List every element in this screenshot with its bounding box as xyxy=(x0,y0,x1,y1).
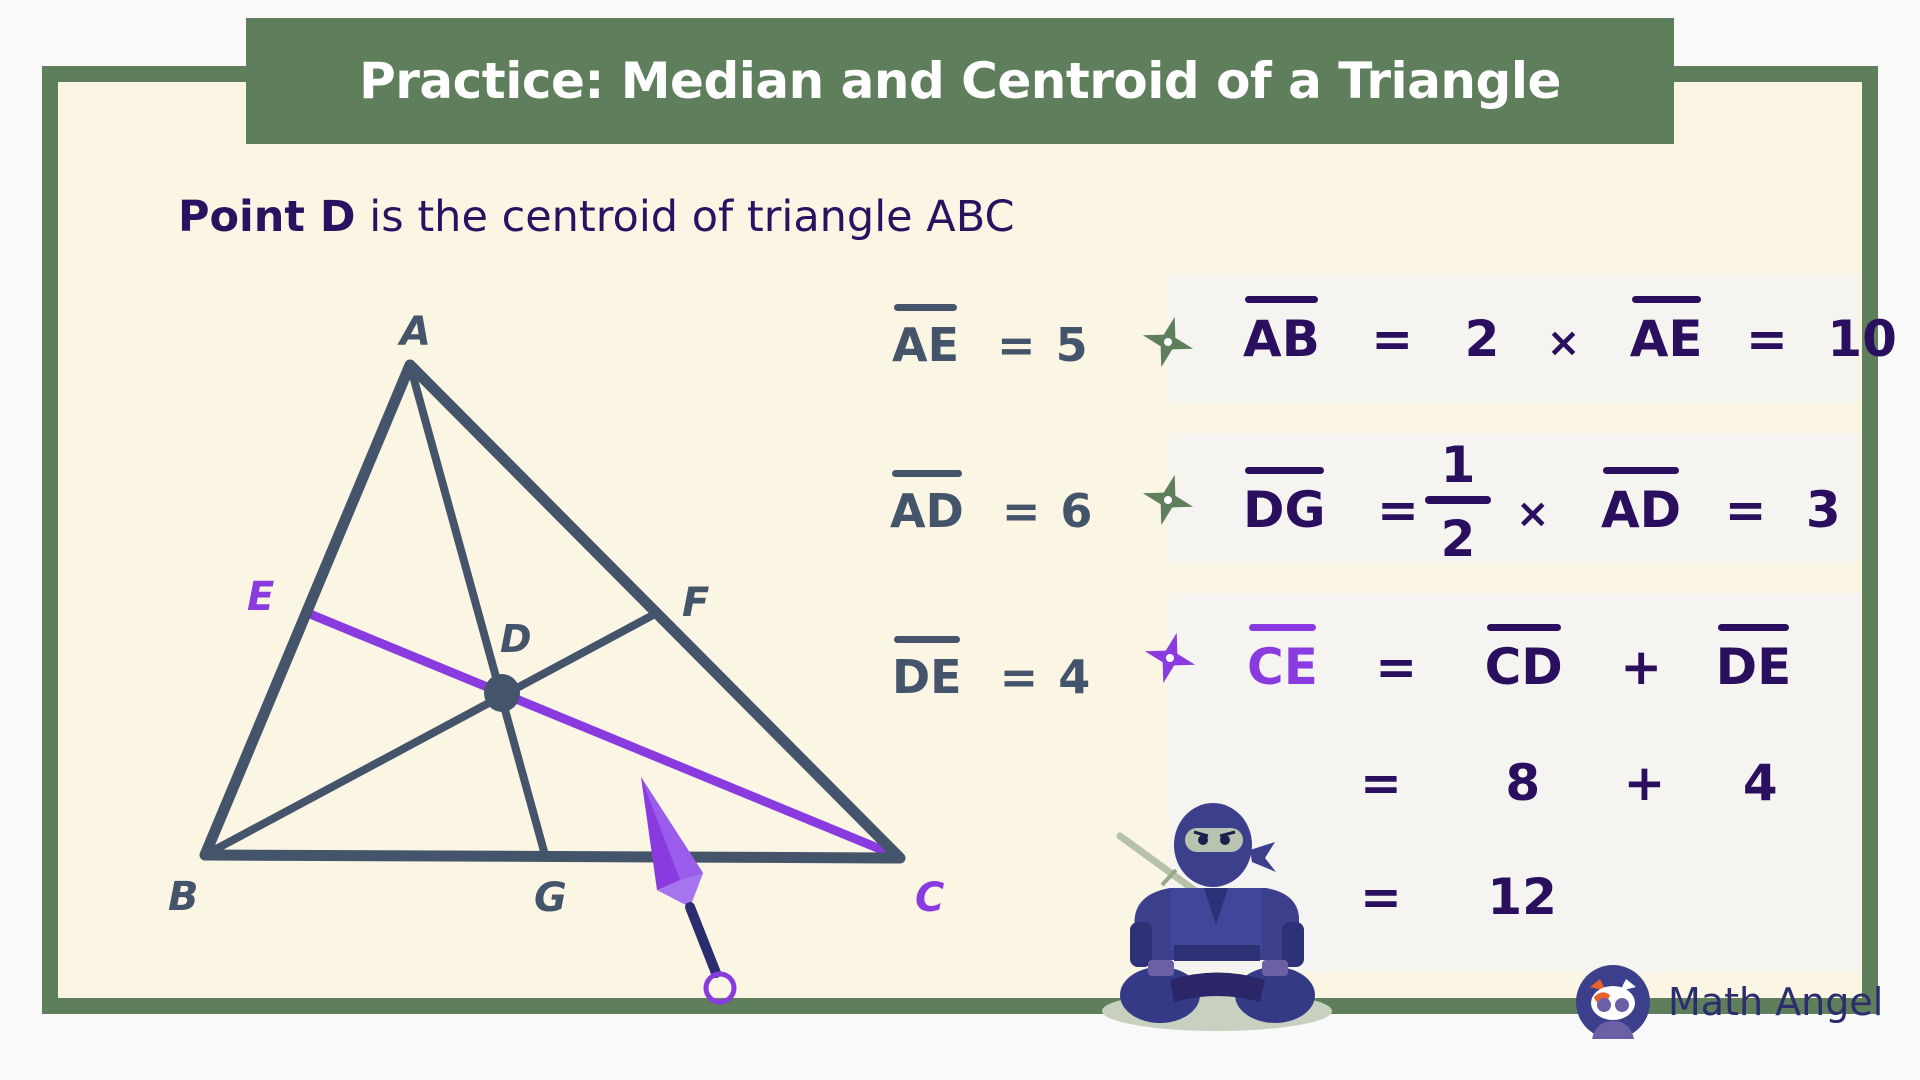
vertex-label-c: C xyxy=(915,875,945,921)
segment-ad: AD xyxy=(1600,467,1682,539)
value-de: 4 xyxy=(1058,650,1091,704)
solution-row-dg-rhs: × AD = 3 xyxy=(1516,467,1841,539)
segment-dg: DG xyxy=(1243,467,1326,539)
equals-sign: = xyxy=(1371,310,1414,368)
equals-sign: = xyxy=(1001,484,1041,538)
fraction-bar xyxy=(1425,496,1491,504)
vertex-label-b: B xyxy=(168,874,199,920)
midpoint-label-e: E xyxy=(247,574,275,620)
equals-sign: = xyxy=(997,318,1036,372)
result-ce: 12 xyxy=(1487,868,1557,926)
given-row-ae: AE = 5 xyxy=(892,304,1088,372)
factor: 2 xyxy=(1464,310,1500,368)
solution-panel-1 xyxy=(1169,274,1857,404)
solution-row-dg-lhs: DG = xyxy=(1243,467,1419,539)
fraction-numerator: 1 xyxy=(1440,436,1476,494)
equals-sign: = xyxy=(999,650,1039,704)
plus-sign: + xyxy=(1623,754,1666,812)
value-cd: 8 xyxy=(1505,754,1541,812)
math-angel-logo-icon xyxy=(1576,965,1650,1039)
plus-sign: + xyxy=(1620,638,1663,696)
solution-row-ce-result: = 12 xyxy=(1360,872,1557,922)
midpoint-label-g: G xyxy=(534,875,567,921)
problem-statement: Point D is the centroid of triangle ABC xyxy=(178,192,1014,242)
solution-row-ce-values: = 8 + 4 xyxy=(1360,758,1778,808)
solution-panel-2 xyxy=(1169,433,1857,563)
value-de: 4 xyxy=(1742,754,1778,812)
title-banner: Practice: Median and Centroid of a Trian… xyxy=(246,18,1674,144)
shuriken-icon xyxy=(1142,474,1194,526)
fraction-denominator: 2 xyxy=(1440,510,1476,568)
value-ad: 6 xyxy=(1060,484,1093,538)
midpoint-label-f: F xyxy=(682,580,710,626)
equals-sign: = xyxy=(1360,868,1402,926)
segment-de: DE xyxy=(892,636,962,704)
result-ab: 10 xyxy=(1827,310,1897,368)
statement-rest: is the centroid of triangle ABC xyxy=(355,192,1015,242)
equals-sign: = xyxy=(1375,638,1418,696)
ninja-mascot-icon xyxy=(1102,803,1332,1031)
equals-sign: = xyxy=(1724,481,1767,539)
segment-ae: AE xyxy=(1629,296,1703,368)
equals-sign: = xyxy=(1360,754,1402,812)
equals-sign: = xyxy=(1746,310,1788,368)
page-title: Practice: Median and Centroid of a Trian… xyxy=(359,52,1561,110)
times-sign: × xyxy=(1546,320,1581,366)
solution-row-ab: AB = 2 × AE = 10 xyxy=(1243,296,1897,368)
segment-ae: AE xyxy=(892,304,960,372)
shuriken-icon xyxy=(1144,632,1196,684)
shuriken-icon xyxy=(1142,316,1194,368)
statement-bold: Point D xyxy=(178,192,356,242)
segment-cd: CD xyxy=(1484,624,1563,696)
centroid-label-d: D xyxy=(500,617,532,661)
result-dg: 3 xyxy=(1805,481,1841,539)
value-ae: 5 xyxy=(1055,318,1088,372)
given-row-de: DE = 4 xyxy=(892,636,1090,704)
segment-ce: CE xyxy=(1247,624,1318,696)
segment-de: DE xyxy=(1715,624,1792,696)
segment-ab: AB xyxy=(1243,296,1320,368)
times-sign: × xyxy=(1516,491,1550,537)
kunai-icon xyxy=(641,777,737,1005)
vertex-label-a: A xyxy=(400,309,431,355)
given-row-ad: AD = 6 xyxy=(890,470,1092,538)
brand-name: Math Angel xyxy=(1668,980,1884,1024)
equals-sign: = xyxy=(1376,481,1419,539)
segment-ad: AD xyxy=(890,470,964,538)
solution-row-ce: CE = CD + DE xyxy=(1247,624,1792,696)
fraction-one-half: 1 2 xyxy=(1425,440,1491,564)
